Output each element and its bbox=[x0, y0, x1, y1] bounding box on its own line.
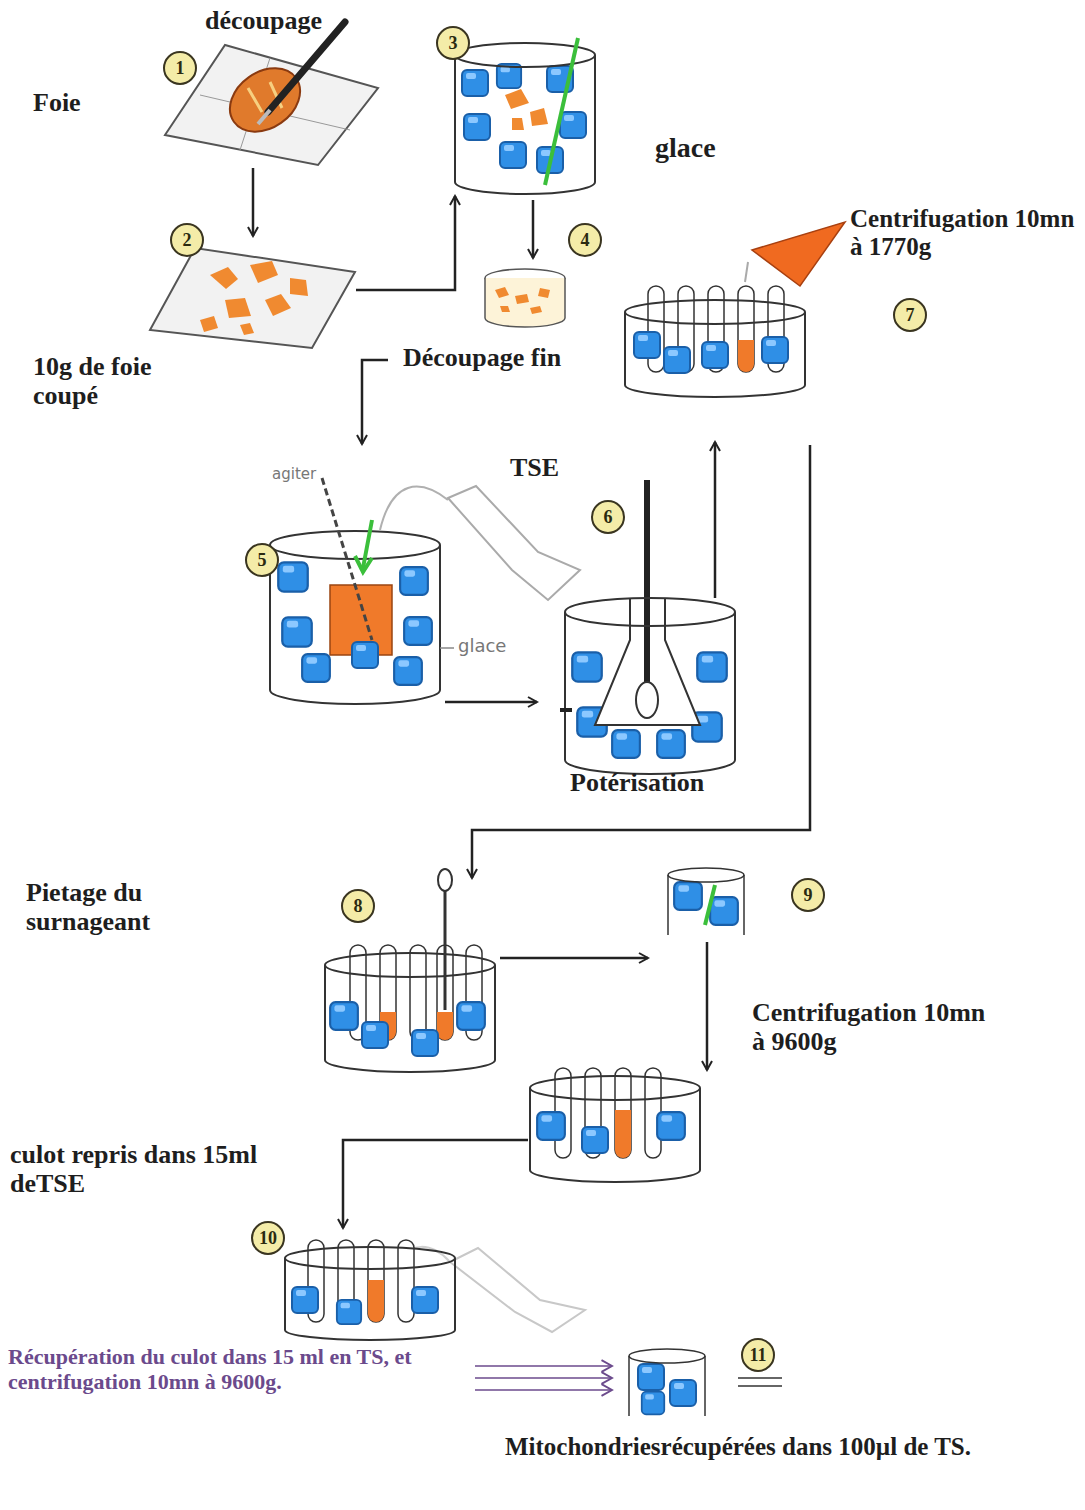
callout-text: 10 bbox=[259, 1229, 277, 1247]
callout-text: 3 bbox=[449, 34, 458, 52]
ice-bucket bbox=[455, 38, 595, 194]
step-label: Potérisation bbox=[570, 768, 704, 797]
callout-text: 6 bbox=[604, 508, 613, 526]
callout-text: 4 bbox=[581, 231, 590, 249]
callout-text: 5 bbox=[258, 551, 267, 569]
centrifugation-note: Centrifugation 10mn à 9600g bbox=[752, 998, 1002, 1056]
callout-text: 7 bbox=[906, 306, 915, 324]
callout-text: 8 bbox=[354, 897, 363, 915]
callout-number: 10 bbox=[251, 1221, 285, 1255]
callout-number: 3 bbox=[436, 26, 470, 60]
ice-bucket-beaker bbox=[270, 478, 580, 704]
callout-number: 2 bbox=[170, 223, 204, 257]
buffer-label: TSE bbox=[510, 453, 559, 482]
step-label: Pietage du surnageant bbox=[26, 878, 226, 936]
ice-label: glace bbox=[458, 636, 506, 656]
cut-liver-board bbox=[150, 248, 355, 348]
callout-number: 11 bbox=[741, 1338, 775, 1372]
callout-text: 1 bbox=[176, 59, 185, 77]
callout-text: 11 bbox=[749, 1346, 766, 1364]
callout-number: 7 bbox=[893, 298, 927, 332]
callout-number: 8 bbox=[341, 889, 375, 923]
tube-rack-resuspension bbox=[285, 1240, 585, 1340]
small-ice-bucket bbox=[668, 868, 744, 935]
callout-number: 4 bbox=[568, 223, 602, 257]
callout-number: 6 bbox=[591, 500, 625, 534]
step-note: Récupération du culot dans 15 ml en TS, … bbox=[8, 1345, 463, 1394]
callout-text: 9 bbox=[804, 886, 813, 904]
callout-text: 2 bbox=[183, 231, 192, 249]
callout-number: 5 bbox=[245, 543, 279, 577]
tube-rack-centrifuge bbox=[625, 222, 845, 397]
tube-rack-pellet bbox=[530, 1068, 700, 1182]
organ-label: Foie bbox=[33, 88, 81, 117]
flow-arrows bbox=[253, 168, 810, 1228]
step-label: culot repris dans 15ml deTSE bbox=[10, 1140, 282, 1198]
potter-homogenizer bbox=[560, 480, 735, 774]
quantity-note: 10g de foie coupé bbox=[33, 352, 203, 410]
triple-arrow bbox=[475, 1366, 612, 1390]
dish bbox=[485, 269, 565, 327]
stir-label: agiter bbox=[272, 466, 316, 483]
result-note: Mitochondriesrécupérées dans 100µl de TS… bbox=[505, 1433, 975, 1461]
tube-rack-pipette bbox=[325, 869, 495, 1072]
step-label: Découpage fin bbox=[403, 343, 563, 372]
callout-number: 9 bbox=[791, 878, 825, 912]
step-label: découpage bbox=[205, 6, 322, 35]
ice-label: glace bbox=[655, 132, 716, 163]
cutting-board bbox=[165, 22, 378, 165]
centrifugation-note: Centrifugation 10mn à 1770g bbox=[850, 205, 1078, 261]
callout-number: 1 bbox=[163, 51, 197, 85]
